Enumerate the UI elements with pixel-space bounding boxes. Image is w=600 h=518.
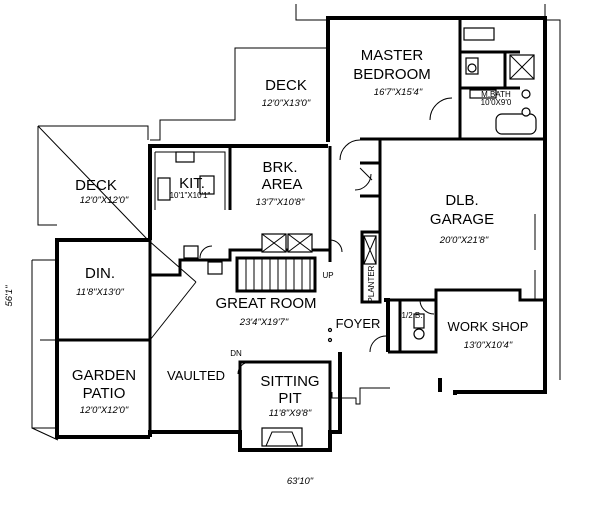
work-shop-dim: 13'0"X10'4" bbox=[464, 340, 513, 351]
master-bedroom-dim: 16'7"X15'4" bbox=[374, 87, 423, 98]
master-bedroom-label-1: MASTER bbox=[361, 47, 424, 64]
foyer-label: FOYER bbox=[336, 316, 381, 331]
fireplace-dn-label: DN bbox=[230, 349, 242, 358]
stair-up-label: UP bbox=[322, 271, 333, 280]
deck-upper-label: DECK bbox=[265, 77, 307, 94]
great-room-label: GREAT ROOM bbox=[215, 295, 316, 312]
sitting-pit-label-2: PIT bbox=[278, 390, 301, 407]
stair-treads bbox=[245, 258, 311, 291]
vaulted-label: VAULTED bbox=[167, 368, 225, 383]
sitting-pit-dim: 11'8"X9'8" bbox=[269, 408, 312, 419]
half-bath-label: 1/2 B. bbox=[402, 311, 423, 320]
master-bath-dim: 10'0X9'0 bbox=[481, 98, 512, 107]
breakfast-dim: 13'7"X10'8" bbox=[256, 197, 305, 208]
garden-patio-dim: 12'0"X12'0" bbox=[80, 405, 129, 416]
overall-dimensions: 63'10" 56'1" bbox=[4, 285, 314, 487]
sitting-pit-label-1: SITTING bbox=[260, 373, 319, 390]
exterior-walls bbox=[55, 16, 547, 452]
breakfast-label-1: BRK. bbox=[262, 159, 297, 176]
great-room-dim: 23'4"X19'7" bbox=[239, 317, 289, 328]
garage-label-2: GARAGE bbox=[430, 211, 494, 228]
kitchen-dim: 10'1"X10'1" bbox=[170, 191, 211, 200]
master-bath-label: M.BATH bbox=[481, 90, 511, 99]
garage-label-1: DLB. bbox=[445, 192, 478, 209]
kitchen-label: KIT. bbox=[179, 175, 205, 192]
garage-dim: 20'0"X21'8" bbox=[439, 235, 489, 246]
deck-upper-dim: 12'0"X13'0" bbox=[262, 98, 311, 109]
deck-left-label: DECK bbox=[75, 177, 117, 194]
dining-label: DIN. bbox=[85, 265, 115, 282]
room-labels: MASTER BEDROOM 16'7"X15'4" M.BATH 10'0X9… bbox=[72, 47, 529, 419]
details bbox=[147, 27, 537, 447]
deck-left-dim: 12'0"X12'0" bbox=[80, 195, 129, 206]
breakfast-label-2: AREA bbox=[262, 176, 303, 193]
work-shop-label: WORK SHOP bbox=[448, 319, 529, 334]
dining-dim: 11'8"X13'0" bbox=[76, 287, 124, 298]
master-bedroom-label-2: BEDROOM bbox=[353, 66, 431, 83]
overall-depth: 56'1" bbox=[4, 285, 15, 307]
planter-label: PLANTER bbox=[367, 265, 376, 302]
interior-walls bbox=[57, 18, 545, 432]
garden-patio-label-2: PATIO bbox=[83, 385, 126, 402]
overall-width: 63'10" bbox=[287, 476, 314, 487]
garden-patio-label-1: GARDEN bbox=[72, 367, 136, 384]
